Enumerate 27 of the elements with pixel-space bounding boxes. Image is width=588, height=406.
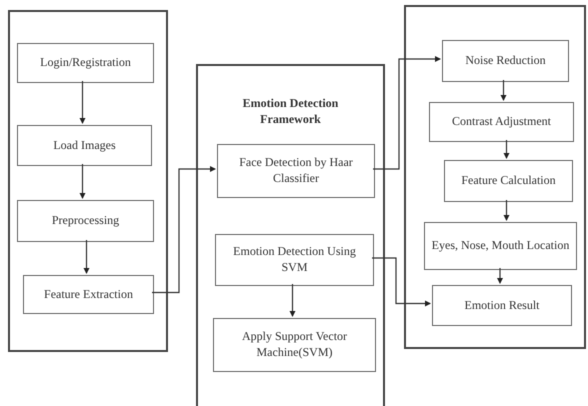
arrow <box>372 257 431 306</box>
arrow <box>504 140 510 159</box>
arrow <box>500 80 506 101</box>
process-box: Emotion Detection Using SVM <box>215 234 374 286</box>
process-box: Noise Reduction <box>442 40 569 82</box>
arrow <box>152 166 216 294</box>
arrow <box>497 268 503 284</box>
process-box: Emotion Result <box>432 285 572 326</box>
process-box: Load Images <box>17 125 152 166</box>
process-box: Preprocessing <box>17 200 154 242</box>
container-box <box>404 5 586 349</box>
process-box: Apply Support Vector Machine(SVM) <box>213 318 376 372</box>
arrow <box>84 240 90 274</box>
process-box: Eyes, Nose, Mouth Location <box>424 222 577 270</box>
arrow <box>80 81 86 124</box>
process-box: Login/Registration <box>17 43 154 83</box>
arrow <box>373 56 441 170</box>
process-box: Feature Calculation <box>444 160 573 202</box>
container-box <box>196 64 385 406</box>
arrow <box>290 284 296 317</box>
container-box <box>8 10 168 352</box>
process-box: Contrast Adjustment <box>429 102 574 142</box>
section-heading: Emotion Detection Framework <box>242 96 340 128</box>
arrow <box>80 164 86 199</box>
process-box: Face Detection by Haar Classifier <box>217 144 375 198</box>
process-box: Feature Extraction <box>23 275 154 314</box>
arrow <box>504 200 510 221</box>
